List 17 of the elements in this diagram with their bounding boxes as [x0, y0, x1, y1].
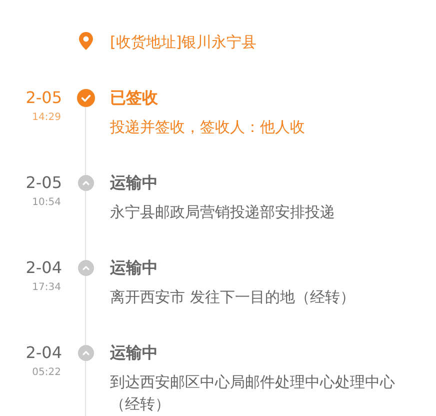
date-text: 2-05	[26, 88, 62, 108]
status-text: 已签收	[110, 88, 158, 108]
status-text: 运输中	[110, 173, 158, 193]
status-text: 运输中	[110, 343, 158, 363]
detail-text: 到达西安邮区中心局邮件处理中心处理中心（经转）	[110, 372, 396, 415]
time-text: 05:22	[32, 367, 61, 379]
date-text: 2-04	[26, 258, 62, 278]
detail-text: 离开西安市 发往下一目的地（经转）	[110, 287, 355, 308]
time-text: 10:54	[32, 197, 61, 209]
detail-text: 永宁县邮政局营销投递部安排投递	[110, 202, 335, 223]
address-text: [收货地址]银川永宁县	[110, 32, 257, 52]
date-text: 2-04	[26, 343, 62, 363]
time-text: 14:29	[32, 112, 61, 124]
date-text: 2-05	[26, 173, 62, 193]
time-text: 17:34	[32, 282, 61, 294]
detail-text: 投递并签收，签收人：他人收	[110, 117, 305, 138]
status-text: 运输中	[110, 258, 158, 278]
